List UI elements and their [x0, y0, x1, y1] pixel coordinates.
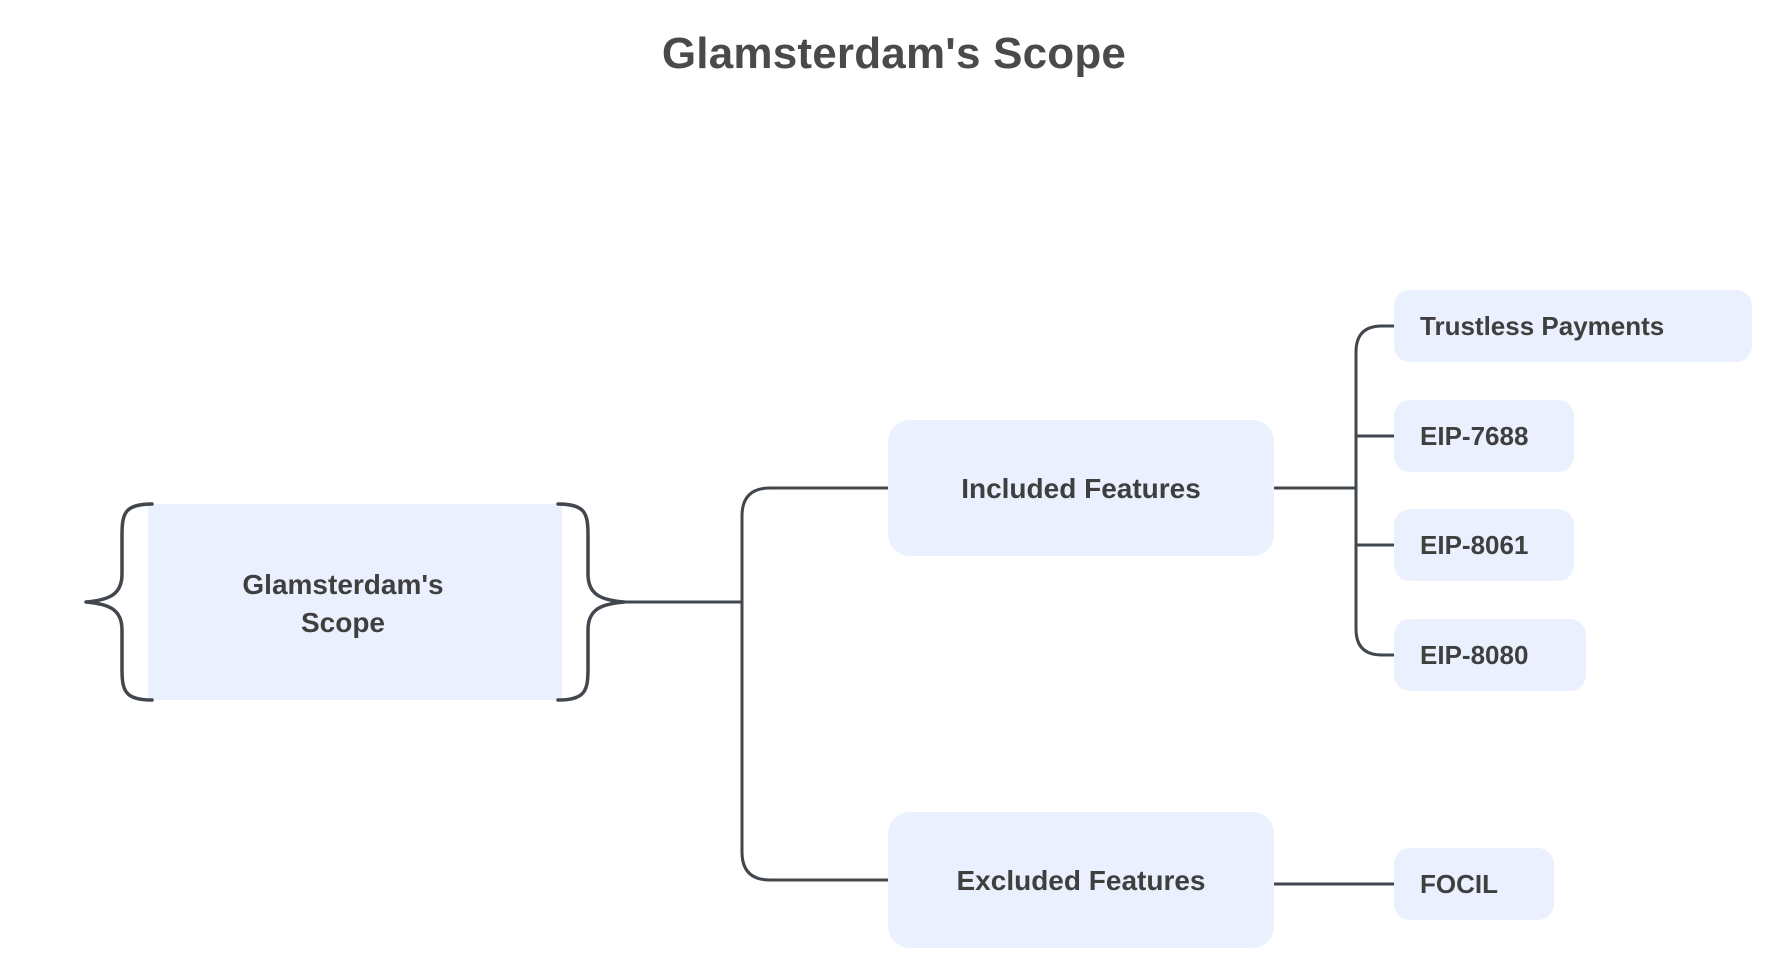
edge-trunk-to-excluded — [740, 600, 890, 882]
leaf-node-focil[interactable]: FOCIL — [1394, 848, 1554, 920]
edge-subtrunk-to-trustless — [1354, 324, 1396, 490]
leaf-node-eip-8061[interactable]: EIP-8061 — [1394, 509, 1574, 581]
branch-node-included-features[interactable]: Included Features — [888, 420, 1274, 556]
leaf-node-trustless-payments[interactable]: Trustless Payments — [1394, 290, 1752, 362]
root-node-label[interactable]: Glamsterdam's Scope — [242, 569, 444, 638]
leaf-node-eip-7688[interactable]: EIP-7688 — [1394, 400, 1574, 472]
edge-subtrunk-to-eip8080 — [1354, 486, 1396, 657]
page-title: Glamsterdam's Scope — [661, 29, 1127, 78]
branch-node-excluded-features[interactable]: Excluded Features — [888, 812, 1274, 948]
edge-trunk-to-included — [740, 486, 890, 604]
leaf-node-eip-8080[interactable]: EIP-8080 — [1394, 619, 1586, 691]
